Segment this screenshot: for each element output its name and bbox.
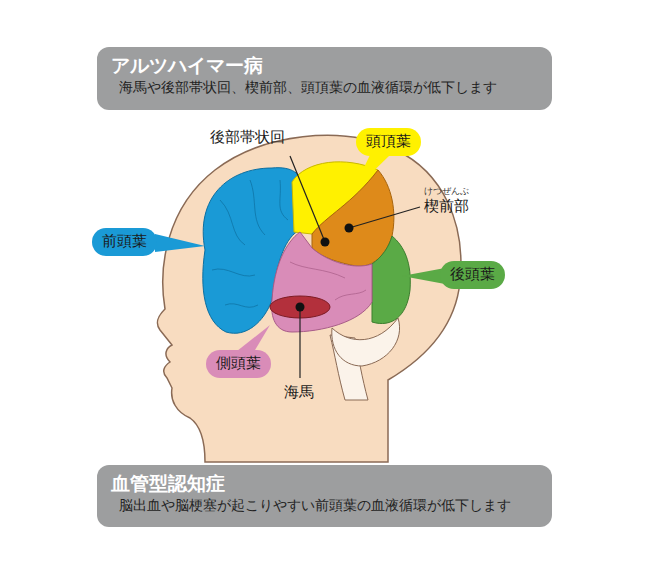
region-label: 楔前部 — [424, 197, 469, 215]
occipital-callout: 後頭葉 — [440, 261, 505, 289]
ruby-reading: けつぜんぶ — [424, 186, 469, 197]
lobe-name: 側頭葉 — [216, 354, 261, 374]
region-label: 海馬 — [284, 383, 314, 401]
occipital-lobe — [372, 236, 410, 324]
leader-line — [290, 156, 325, 242]
lobe-name: 後頭葉 — [450, 265, 495, 285]
temporal-callout: 側頭葉 — [206, 350, 271, 378]
parietal-pointer — [352, 155, 390, 192]
header-band: アルツハイマー病海馬や後部帯状回、楔前部、頭頂葉の血液循環が低下します — [97, 47, 552, 110]
band-subtitle: 脳出血や脳梗塞が起こりやすい前頭葉の血液循環が低下します — [111, 496, 538, 515]
cerebellum — [332, 318, 400, 366]
region-dot — [345, 224, 354, 233]
leader-line — [299, 307, 300, 378]
gyri-lines — [212, 180, 288, 307]
band-title: 血管型認知症 — [111, 471, 538, 496]
head-outline — [157, 135, 461, 462]
parietal-callout: 頭頂葉 — [356, 128, 421, 156]
header-band: 血管型認知症脳出血や脳梗塞が起こりやすい前頭葉の血液循環が低下します — [97, 465, 552, 527]
leader-line — [349, 207, 420, 228]
frontal-pointer — [155, 234, 205, 252]
region-label: 後部帯状回 — [210, 128, 285, 146]
band-subtitle: 海馬や後部帯状回、楔前部、頭頂葉の血液循環が低下します — [111, 78, 538, 97]
region-dot — [321, 238, 330, 247]
frontal-callout: 前頭葉 — [92, 228, 157, 256]
region-dot — [296, 303, 305, 312]
lobe-name: 前頭葉 — [102, 232, 147, 252]
temporal-gyri — [290, 262, 366, 300]
occipital-pointer — [402, 268, 445, 284]
lobe-name: 頭頂葉 — [366, 132, 411, 152]
band-title: アルツハイマー病 — [111, 53, 538, 78]
